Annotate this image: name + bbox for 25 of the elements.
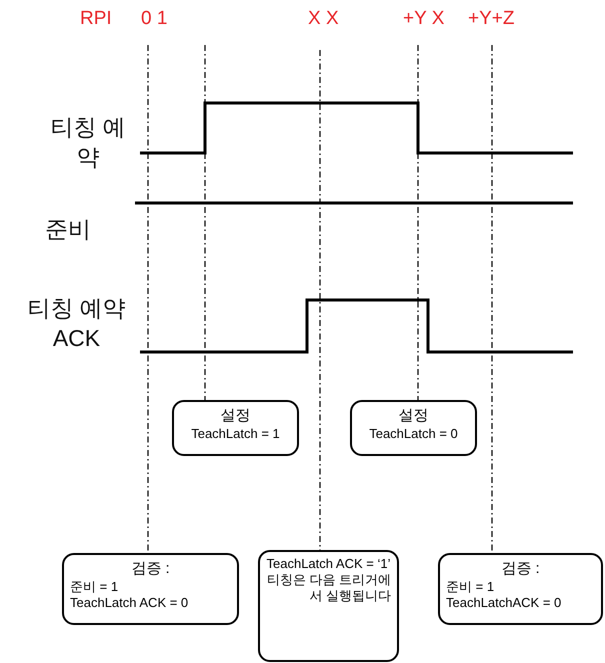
condition-text: TeachLatchACK = 0 bbox=[446, 595, 562, 611]
time-marker-label: +Y+Z bbox=[468, 8, 514, 30]
time-marker-label: +Y X bbox=[403, 8, 444, 30]
callout-box bbox=[258, 550, 399, 662]
condition-text: 준비 = 1 bbox=[70, 579, 120, 595]
note-text: 티칭은 다음 트리거에서 실행됩니다 bbox=[266, 572, 391, 604]
time-marker-label: 0 1 bbox=[141, 8, 168, 30]
condition-text: 준비 = 1 bbox=[446, 579, 496, 595]
signal-name: 티칭 예약 ACK bbox=[26, 294, 127, 353]
time-marker-label: X X bbox=[308, 8, 339, 30]
callout-box bbox=[62, 553, 239, 625]
callout-box bbox=[438, 553, 603, 625]
condition-text: TeachLatch ACK = ‘1’ bbox=[266, 556, 391, 572]
signal-name: 준비 bbox=[45, 215, 91, 244]
setting-text: TeachLatch = 1 bbox=[190, 426, 281, 442]
callout-box bbox=[350, 400, 477, 456]
box-heading: 설정 bbox=[220, 406, 252, 426]
signal-name: 티칭 예약 bbox=[49, 113, 127, 172]
box-heading: 검증 : bbox=[500, 559, 541, 579]
time-marker-label: RPI bbox=[80, 8, 112, 30]
setting-text: TeachLatch = 0 bbox=[368, 426, 459, 442]
box-heading: 검증 : bbox=[130, 559, 171, 579]
condition-text: TeachLatch ACK = 0 bbox=[70, 595, 190, 611]
box-heading: 설정 bbox=[398, 406, 430, 426]
callout-box bbox=[172, 400, 299, 456]
